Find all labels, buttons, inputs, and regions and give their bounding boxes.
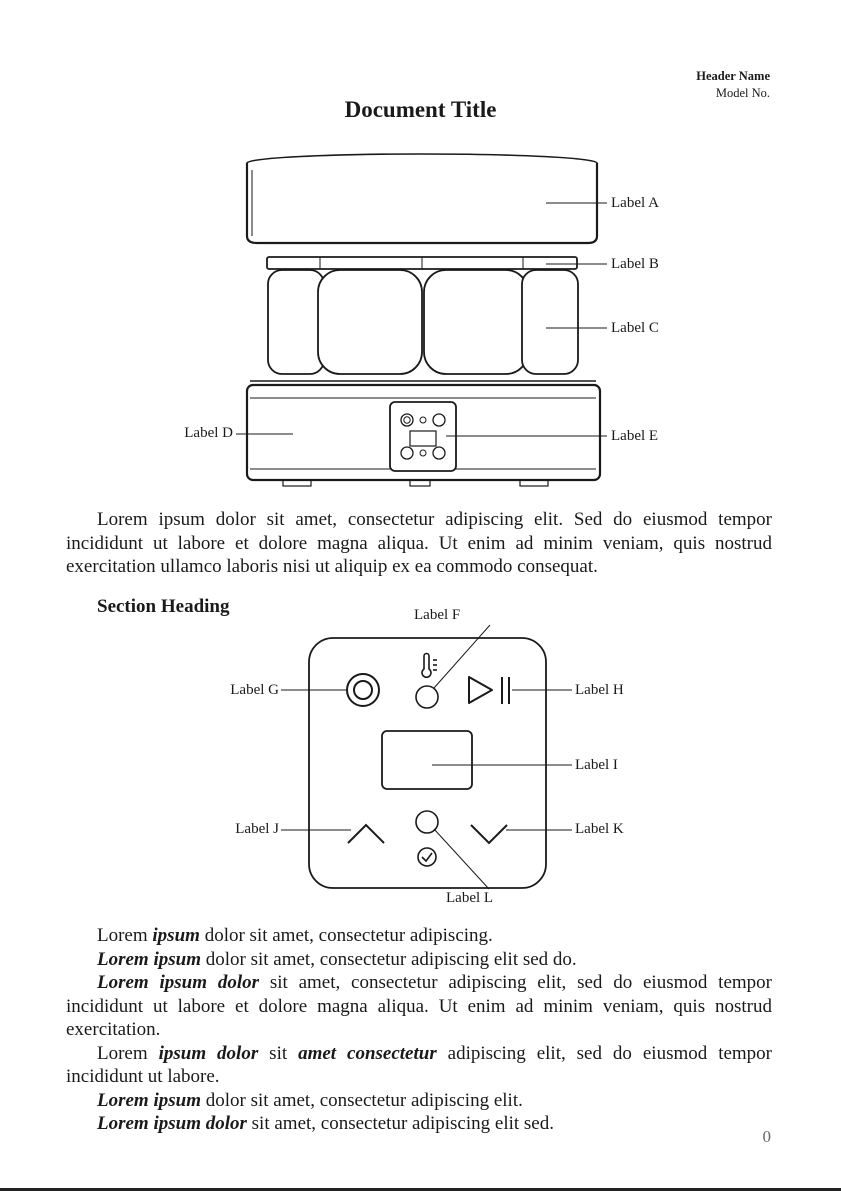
- main-lid-drawing: [245, 153, 599, 245]
- control-panel-outline: [308, 637, 547, 889]
- clock-check-icon: [417, 847, 437, 867]
- intro-paragraph: Lorem ipsum dolor sit amet, consectetur …: [66, 508, 772, 579]
- description-start-stop: Lorem ipsum dolor sit amet, consectetur …: [66, 948, 772, 972]
- desc-term: amet consectetur: [298, 1042, 437, 1064]
- desc-term: Lorem ipsum: [97, 948, 201, 970]
- desc-term: Lorem ipsum: [97, 1089, 201, 1111]
- temperature-indicator-drawing: [415, 685, 439, 709]
- label-increase-button: Label J: [235, 821, 279, 837]
- label-temperature-indicator: Label F: [414, 607, 461, 623]
- base-drawing: [245, 380, 602, 487]
- desc-text: adipiscing elit, sed do eiusmod tempor i…: [66, 1042, 773, 1088]
- device-illustration: [236, 153, 607, 487]
- desc-text: sit amet, consectetur adipiscing elit se…: [246, 1113, 554, 1134]
- label-jar: Label C: [611, 320, 659, 336]
- thermometer-icon: [421, 652, 437, 678]
- jars-drawing: [267, 269, 579, 375]
- desc-term: ipsum: [152, 925, 200, 946]
- section-heading-control-panel: Section Heading: [97, 596, 230, 617]
- time-temp-button-drawing: [346, 673, 380, 707]
- header-product-name: Header Name: [696, 69, 770, 83]
- desc-term: ipsum dolor: [158, 1042, 259, 1064]
- decrease-button-drawing: [470, 824, 508, 845]
- label-decrease-button: Label K: [575, 821, 624, 837]
- header-model-number: Model No.: [715, 86, 770, 100]
- intro-text: Lorem ipsum dolor sit amet, consectetur …: [66, 509, 772, 577]
- desc-text: sit amet, consectetur adipiscing elit, s…: [66, 972, 772, 1040]
- description-increase-decrease: Lorem ipsum dolor sit amet consectetur a…: [66, 1042, 772, 1089]
- time-indicator-drawing: [415, 810, 439, 834]
- label-device: Label D: [184, 425, 233, 441]
- panel-leader-lines: [281, 624, 572, 890]
- control-descriptions: Lorem ipsum dolor sit amet, consectetur …: [66, 924, 772, 1136]
- start-stop-button-drawing: [468, 676, 510, 704]
- desc-term: Lorem ipsum dolor: [97, 972, 260, 993]
- description-temp-indicator: Lorem ipsum dolor sit amet, consectetur …: [66, 1112, 772, 1136]
- display-drawing: [381, 730, 473, 790]
- desc-text: Lorem: [97, 1042, 159, 1064]
- label-time-temp-button: Label G: [230, 682, 279, 698]
- page-title: Document Title: [344, 97, 497, 122]
- device-leader-lines: [236, 202, 607, 437]
- increase-button-drawing: [347, 823, 385, 844]
- desc-text: Lorem: [97, 925, 153, 946]
- description-time-indicator: Lorem ipsum dolor sit amet, consectetur …: [66, 1089, 772, 1113]
- label-time-indicator: Label L: [446, 890, 494, 906]
- desc-term: Lorem ipsum dolor: [97, 1113, 247, 1134]
- control-panel-illustration: [281, 624, 572, 890]
- desc-text: dolor sit amet, consectetur adipiscing.: [199, 925, 493, 946]
- label-jar-lid: Label B: [611, 256, 659, 272]
- label-control-panel: Label E: [611, 428, 659, 444]
- description-display: Lorem ipsum dolor sit amet, consectetur …: [66, 924, 772, 948]
- label-display: Label I: [575, 757, 618, 773]
- label-start-stop-button: Label H: [575, 682, 624, 698]
- desc-text: dolor sit amet, consectetur adipiscing e…: [200, 1089, 523, 1111]
- description-time-temp: Lorem ipsum dolor sit amet, consectetur …: [66, 971, 772, 1042]
- desc-text: sit: [258, 1042, 299, 1064]
- label-main-lid: Label A: [611, 195, 659, 211]
- page-number: 0: [762, 1127, 772, 1146]
- bottom-rule: [0, 1188, 841, 1191]
- desc-text: dolor sit amet, consectetur adipiscing e…: [200, 948, 577, 970]
